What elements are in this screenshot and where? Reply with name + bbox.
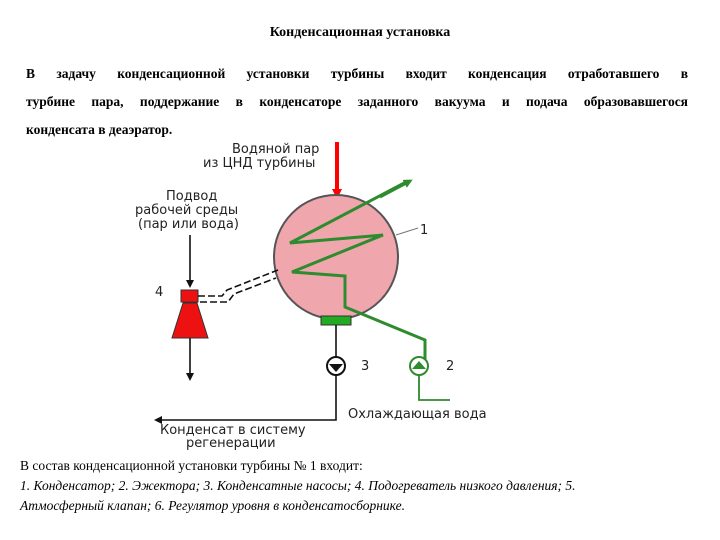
cooling-water-pump-impeller — [412, 361, 426, 369]
label-number-1: 1 — [420, 223, 428, 238]
ejector-nozzle — [180, 289, 199, 303]
condenser-vessel — [273, 194, 399, 320]
condensate-collector — [320, 315, 352, 326]
supply-label-line-1: Подвод — [166, 189, 217, 204]
intro-paragraph: В задачу конденсационной установки турби… — [26, 60, 688, 144]
supply-label-line-2: рабочей среды — [135, 203, 238, 218]
steam-label-line-1: Водяной пар — [232, 142, 319, 157]
label-number-3: 3 — [361, 359, 369, 374]
label-number-2: 2 — [446, 359, 454, 374]
condensate-label-line-1: Конденсат в систему — [160, 423, 306, 438]
label-number-4: 4 — [155, 285, 163, 300]
composition-list-line-1: 1. Конденсатор; 2. Эжектора; 3. Конденса… — [20, 478, 576, 493]
steam-label-line-2: из ЦНД турбины — [203, 156, 315, 171]
cooling-water-label: Охлаждающая вода — [348, 407, 487, 422]
cooling-water-inlet-line — [418, 375, 450, 401]
composition-text: В состав конденсационной установки турби… — [20, 456, 710, 516]
composition-heading: В состав конденсационной установки турби… — [20, 458, 363, 473]
intro-line-3: конденсата в деаэратор. — [26, 122, 173, 137]
air-suction-line — [198, 269, 279, 297]
condensate-label-line-2: регенерации — [186, 436, 276, 451]
condensate-pump-impeller — [329, 364, 343, 372]
ejector-body — [171, 302, 209, 339]
leader-line-1 — [395, 227, 419, 236]
supply-label-line-3: (пар или вода) — [138, 217, 239, 232]
air-suction-line-inner — [200, 277, 277, 303]
intro-line-2: турбине пара, поддержание в конденсаторе… — [26, 94, 688, 109]
page-title: Конденсационная установка — [269, 25, 451, 40]
intro-line-1: В задачу конденсационной установки турби… — [26, 66, 688, 81]
cooling-outlet-arrow — [379, 179, 413, 199]
composition-list-line-2: Атмосферный клапан; 6. Регулятор уровня … — [20, 498, 405, 513]
condensate-discharge-line — [154, 375, 337, 424]
cooling-coil — [289, 179, 427, 360]
